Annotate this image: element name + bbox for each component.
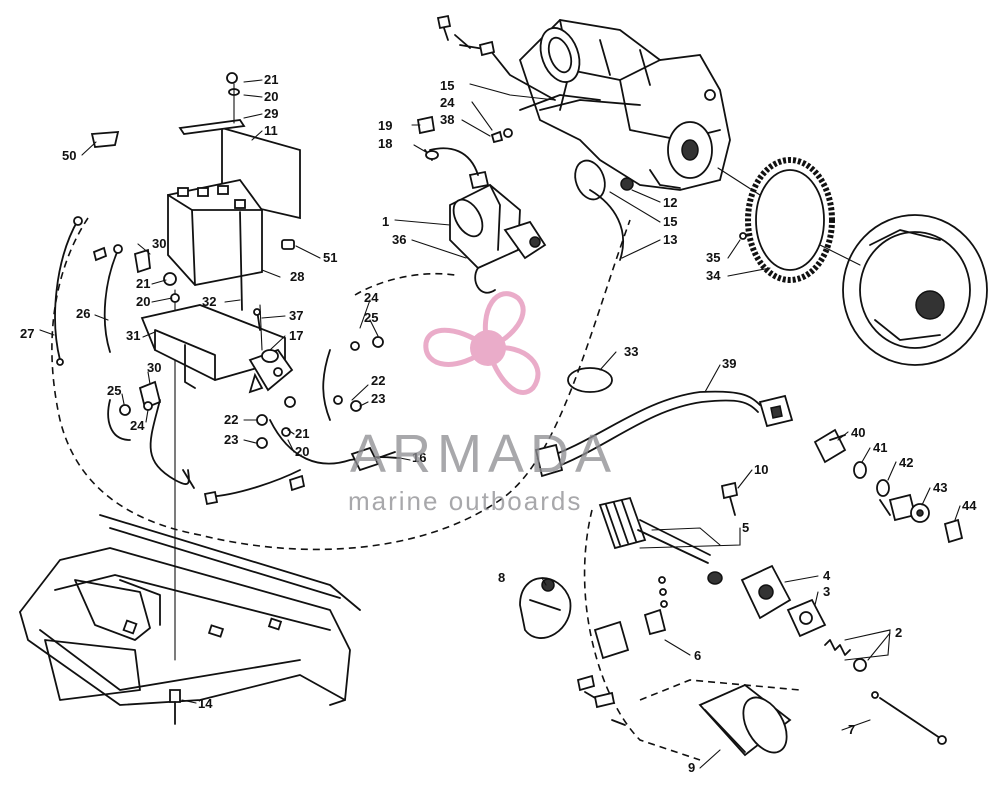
callout-25: 25 <box>107 383 121 398</box>
callout-13: 13 <box>663 232 677 247</box>
callout-9: 9 <box>688 760 695 775</box>
watermark-subtitle: marine outboards <box>348 486 582 516</box>
callout-24: 24 <box>130 418 145 433</box>
callout-20: 20 <box>264 89 278 104</box>
harness-39 <box>534 367 964 544</box>
battery-assembly <box>90 72 384 725</box>
ring-gear <box>717 157 988 366</box>
callout-3: 3 <box>823 584 830 599</box>
leader-lines <box>39 79 961 769</box>
callout-17: 17 <box>289 328 303 343</box>
callout-31: 31 <box>126 328 140 343</box>
callout-30: 30 <box>152 236 166 251</box>
callout-25: 25 <box>364 310 378 325</box>
callout-38: 38 <box>440 112 454 127</box>
callout-12: 12 <box>663 195 677 210</box>
callout-20: 20 <box>295 444 309 459</box>
starter-exploded <box>519 481 947 757</box>
callout-30: 30 <box>147 360 161 375</box>
callout-6: 6 <box>694 648 701 663</box>
callout-34: 34 <box>706 268 721 283</box>
callout-51: 51 <box>323 250 337 265</box>
starter-motor <box>416 115 547 294</box>
wiring-route-outline <box>51 217 631 551</box>
engine-assembly <box>436 14 731 261</box>
callout-26: 26 <box>76 306 90 321</box>
callout-36: 36 <box>392 232 406 247</box>
callout-27: 27 <box>20 326 34 341</box>
callout-41: 41 <box>873 440 887 455</box>
watermark: ARMADA marine outboards <box>348 291 617 516</box>
callout-5: 5 <box>742 520 749 535</box>
callout-32: 32 <box>202 294 216 309</box>
callout-42: 42 <box>899 455 913 470</box>
callout-28: 28 <box>290 269 304 284</box>
callout-20: 20 <box>136 294 150 309</box>
callout-44: 44 <box>962 498 977 513</box>
callout-22: 22 <box>224 412 238 427</box>
callout-33: 33 <box>624 344 638 359</box>
callout-labels: 21 20 29 11 50 30 51 28 21 20 32 26 27 3… <box>20 72 977 775</box>
callout-40: 40 <box>851 425 865 440</box>
callout-23: 23 <box>371 391 385 406</box>
callout-11: 11 <box>264 123 278 138</box>
propeller-logo-icon <box>423 291 541 395</box>
callout-21: 21 <box>264 72 278 87</box>
callout-15: 15 <box>663 214 677 229</box>
callout-21: 21 <box>136 276 150 291</box>
callout-21: 21 <box>295 426 309 441</box>
callout-37: 37 <box>289 308 303 323</box>
callout-16: 16 <box>412 450 426 465</box>
callout-50: 50 <box>62 148 76 163</box>
callout-18: 18 <box>378 136 392 151</box>
callout-19: 19 <box>378 118 392 133</box>
callout-43: 43 <box>933 480 947 495</box>
callout-2: 2 <box>895 625 902 640</box>
callout-4: 4 <box>823 568 831 583</box>
callout-35: 35 <box>706 250 720 265</box>
callout-24: 24 <box>440 95 455 110</box>
callout-14: 14 <box>198 696 213 711</box>
callout-39: 39 <box>722 356 736 371</box>
callout-1: 1 <box>382 214 389 229</box>
watermark-title: ARMADA <box>350 424 617 484</box>
callout-8: 8 <box>498 570 505 585</box>
callout-24: 24 <box>364 290 379 305</box>
callout-10: 10 <box>754 462 768 477</box>
callout-29: 29 <box>264 106 278 121</box>
callout-15: 15 <box>440 78 454 93</box>
callout-7: 7 <box>848 722 855 737</box>
battery-cables <box>54 216 401 506</box>
callout-22: 22 <box>371 373 385 388</box>
callout-23: 23 <box>224 432 238 447</box>
